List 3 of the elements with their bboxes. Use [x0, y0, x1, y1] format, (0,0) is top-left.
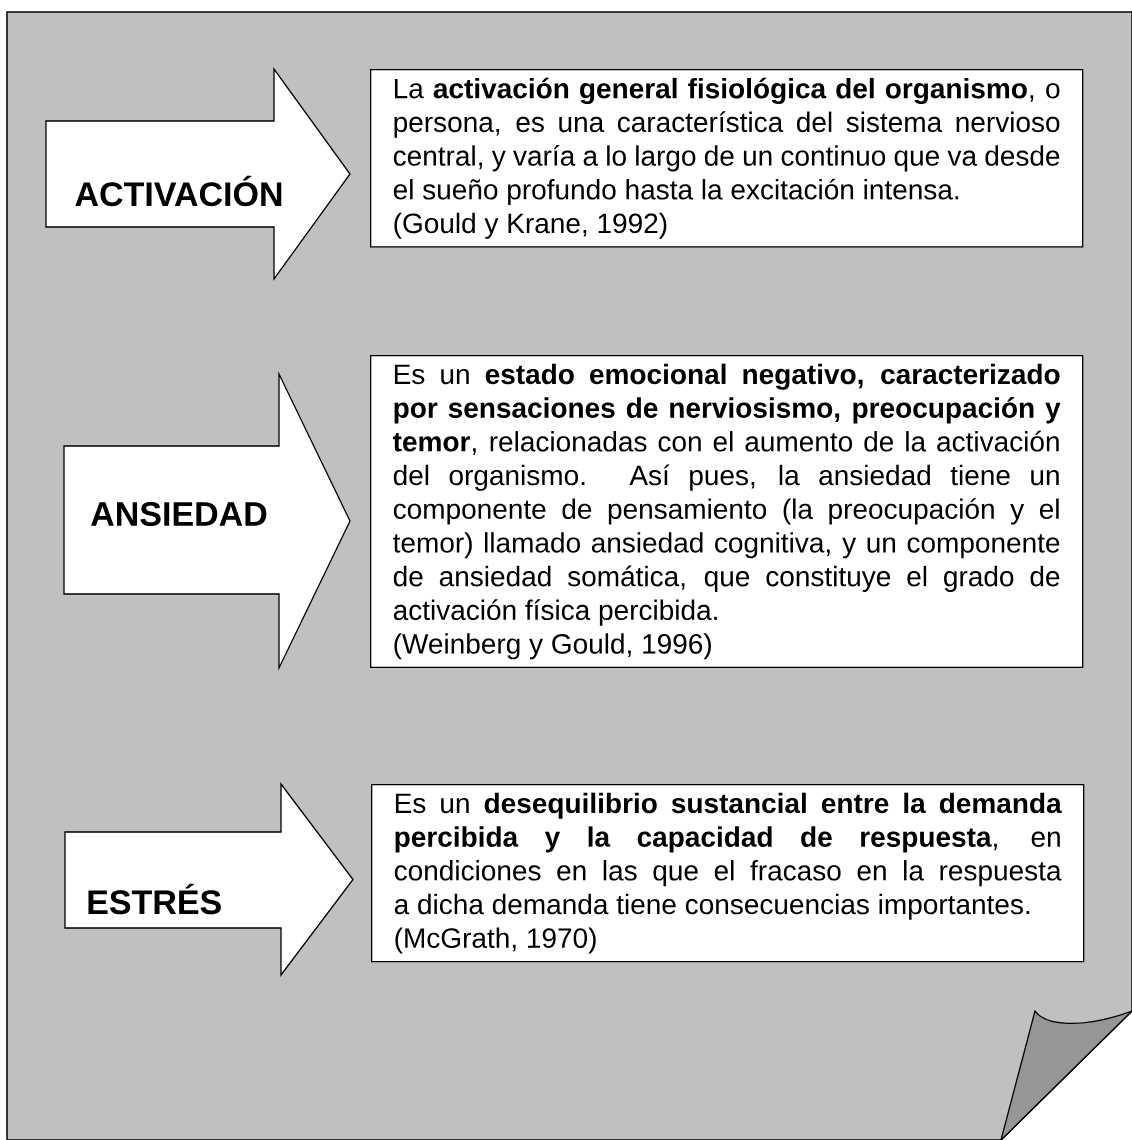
- definition-box: Es un estado emocional negativo, caracterizado por sensaciones de nerviosismo, preocupación y temor, relacionadas con el aumento de la activación del organismo. Así pues, la ansiedad tiene un componente de pensamiento (la preocupación y el temor) llamado ansiedad cognitiva, y un componente de ansiedad somática, que constituye el grado de activación física percibida. (Weinberg y Gould, 1996): [370, 355, 1084, 668]
- definition-box: Es un desequilibrio sustancial entre la demanda percibida y la capacidad de respuesta, en condiciones en las que el fracaso en la respuesta a dicha demanda tiene consecuencias importantes. (McGrath, 1970): [371, 784, 1085, 963]
- definition-box: La activación general fisiológica del organismo, o persona, es una característica del sistema nervioso central, y varía a lo largo de un continuo que va desde el sueño profundo hasta la excitación intensa. (Gould y Krane, 1992): [370, 69, 1084, 248]
